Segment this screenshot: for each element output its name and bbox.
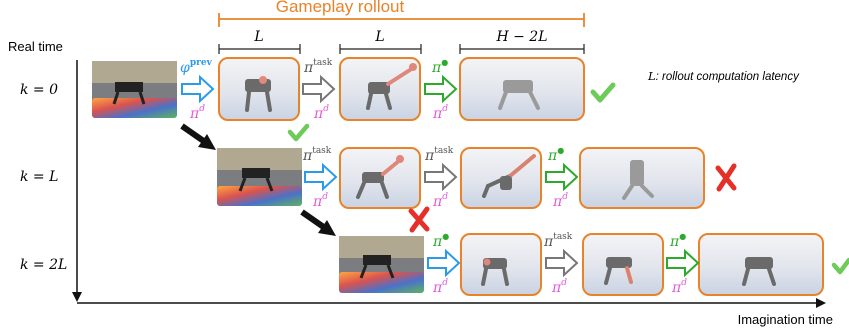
arrow-blue-r2 [304,162,338,192]
check-icon [831,257,849,275]
sim-robots [245,63,776,286]
svg-text:π●: π● [431,58,448,76]
svg-text:πtask: πtask [303,58,333,76]
check-icon [590,82,616,103]
x-axis-label: Imagination time [738,312,833,327]
diagram-title: Gameplay rollout [276,0,405,16]
span-brackets [218,44,585,54]
arrow-gray-r2 [424,162,458,192]
arrow-gray-r1 [302,74,336,104]
svg-text:πd: πd [552,192,568,210]
svg-text:π●: π● [432,232,449,250]
latency-note: L: rollout computation latency [647,69,800,83]
span-label-2: L [374,29,384,45]
svg-text:πtask: πtask [543,232,573,250]
svg-text:πd: πd [432,278,448,296]
cross-icon [715,163,737,192]
y-axis-arrowhead [72,292,82,302]
k-label-row-1: k = 0 [20,82,58,98]
x-axis-arrowhead [816,298,826,308]
check-icon [287,123,310,142]
span-label-3: H − 2L [495,29,547,45]
svg-text:πd: πd [432,192,448,210]
k-label-row-3: k = 2L [20,257,67,273]
svg-text:φprev: φprev [180,58,213,76]
result-icons [287,82,849,275]
svg-text:πd: πd [189,104,205,122]
svg-text:πd: πd [671,278,687,296]
cross-icon [408,206,430,233]
svg-text:πtask: πtask [424,146,454,164]
svg-text:π●: π● [669,232,686,250]
span-label-1: L [253,29,263,45]
gameplay-bracket [218,13,585,27]
svg-text:πd: πd [432,104,448,122]
arrow-gray-r3 [545,248,579,278]
real-robot-photo-row-1 [92,61,177,118]
svg-text:πd: πd [313,104,329,122]
arrow-green-r3 [666,248,700,278]
time-advance-arrows [180,123,336,236]
real-robot-photo-row-3 [339,236,424,293]
arrow-green-r2 [545,162,579,192]
svg-text:πd: πd [312,192,328,210]
svg-text:πd: πd [551,278,567,296]
svg-text:π●: π● [547,146,564,164]
arrow-green-r1 [424,74,458,104]
arrow-blue-r3 [427,248,461,278]
policy-arrows [181,74,700,278]
arrow-blue-r1 [181,74,215,104]
real-robot-photo-row-2 [217,148,302,206]
y-axis-label: Real time [8,39,63,54]
svg-text:πtask: πtask [302,146,332,164]
k-label-row-2: k = L [20,169,58,185]
policy-labels: φprev πd πtask πd π● πd πtask πd πtask π… [180,58,687,296]
